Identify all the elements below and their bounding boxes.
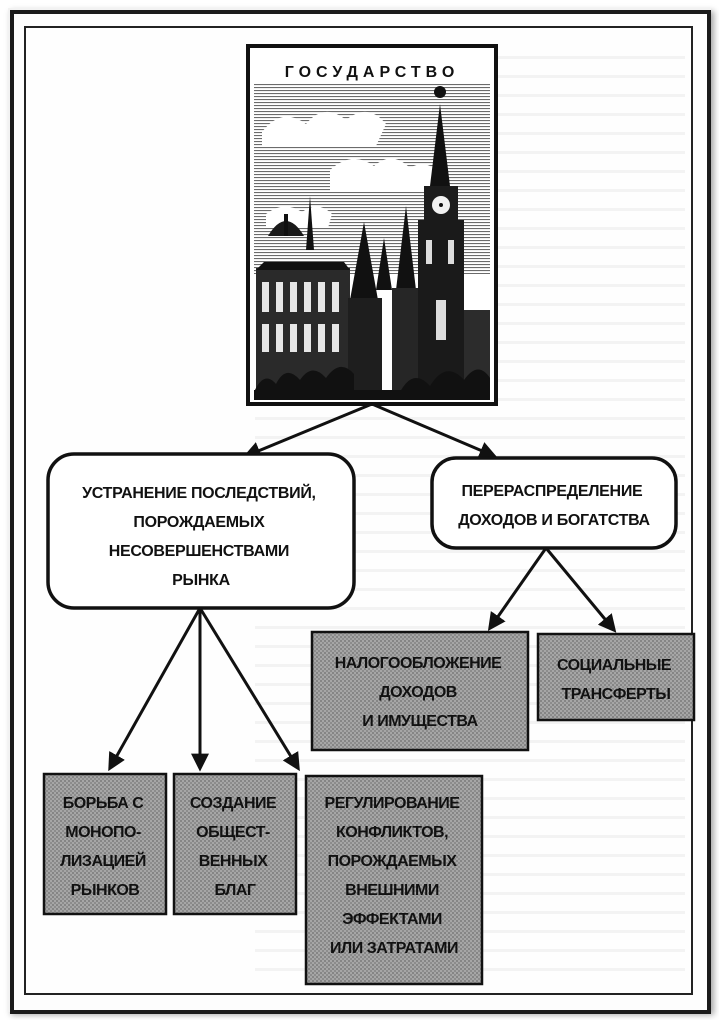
node-taxation-line-2: ДОХОДОВ bbox=[379, 684, 457, 701]
svg-text:СОЦИАЛЬНЫЕ ТРАНСФЕРТЫ: СОЦИАЛЬНЫЕ ТРАНСФЕРТЫ bbox=[557, 657, 675, 703]
node-public-goods-line-1: СОЗДАНИЕ bbox=[190, 795, 277, 812]
svg-text:ПЕРЕРАСПРЕДЕЛЕНИЕ ДОХОДО: ПЕРЕРАСПРЕДЕЛЕНИЕ ДОХОДОВ И БОГАТСТВА bbox=[458, 483, 650, 529]
node-taxation-line-1: НАЛОГООБЛОЖЕНИЕ bbox=[335, 655, 502, 672]
node-market-failures: УСТРАНЕНИЕ ПОСЛЕДСТВИЙ, ПОРОЖДАЕМЫХ НЕСО… bbox=[46, 452, 356, 610]
arrow-market-to-monopoly bbox=[108, 607, 202, 772]
node-anti-monopoly-line-3: ЛИЗАЦИЕЙ bbox=[60, 851, 146, 870]
node-externalities-line-6: ИЛИ ЗАТРАТАМИ bbox=[330, 940, 458, 957]
node-externalities-line-3: ПОРОЖДАЕМЫХ bbox=[328, 853, 458, 870]
arrow-redistribution-to-taxation bbox=[487, 547, 548, 631]
node-social-transfers-line-1: СОЦИАЛЬНЫЕ bbox=[557, 657, 672, 674]
node-social-transfers: СОЦИАЛЬНЫЕ ТРАНСФЕРТЫ bbox=[536, 632, 696, 722]
arrow-state-to-market bbox=[242, 402, 373, 459]
node-redistribution-line-1: ПЕРЕРАСПРЕДЕЛЕНИЕ bbox=[461, 483, 643, 500]
node-anti-monopoly-line-1: БОРЬБА С bbox=[63, 795, 145, 812]
node-public-goods-line-4: БЛАГ bbox=[215, 882, 256, 899]
node-externalities-line-2: КОНФЛИКТОВ, bbox=[336, 824, 448, 841]
node-anti-monopoly: БОРЬБА С МОНОПО- ЛИЗАЦИЕЙ РЫНКОВ bbox=[42, 772, 168, 916]
node-externalities-line-4: ВНЕШНИМИ bbox=[345, 882, 439, 899]
node-public-goods-line-2: ОБЩЕСТ- bbox=[196, 824, 270, 841]
arrow-redistribution-to-transfers bbox=[544, 547, 617, 633]
node-externalities-line-5: ЭФФЕКТАМИ bbox=[342, 911, 442, 928]
node-taxation-line-3: И ИМУЩЕСТВА bbox=[362, 713, 478, 730]
svg-text:РЕГУЛИРОВАНИЕ КОНФЛИКТОВ: РЕГУЛИРОВАНИЕ КОНФЛИКТОВ, ПОРОЖДАЕМЫХ ВН… bbox=[325, 795, 464, 957]
node-public-goods-line-3: ВЕННЫХ bbox=[199, 853, 269, 870]
arrow-state-to-redistribution bbox=[371, 402, 498, 459]
svg-text:СОЗДАНИЕ ОБЩЕСТ- В: СОЗДАНИЕ ОБЩЕСТ- ВЕННЫХ БЛАГ bbox=[190, 795, 280, 899]
svg-text:УСТРАНЕНИЕ ПОСЛЕДСТВИЙ,: УСТРАНЕНИЕ ПОСЛЕДСТВИЙ, ПОРОЖДАЕМЫХ НЕСО… bbox=[82, 483, 320, 589]
node-anti-monopoly-line-4: РЫНКОВ bbox=[71, 882, 140, 899]
illustration-title: ГОСУДАРСТВО bbox=[285, 64, 460, 81]
node-public-goods: СОЗДАНИЕ ОБЩЕСТ- ВЕННЫХ БЛАГ bbox=[172, 772, 298, 916]
node-redistribution: ПЕРЕРАСПРЕДЕЛЕНИЕ ДОХОДОВ И БОГАТСТВА bbox=[430, 456, 678, 550]
svg-text:БОРЬБА С МОНОПО- Л: БОРЬБА С МОНОПО- ЛИЗАЦИЕЙ РЫНКОВ bbox=[60, 795, 150, 899]
node-market-failures-line-3: НЕСОВЕРШЕНСТВАМИ bbox=[109, 543, 289, 560]
node-market-failures-line-1: УСТРАНЕНИЕ ПОСЛЕДСТВИЙ, bbox=[82, 483, 316, 502]
kremlin-illustration: ГОСУДАРСТВО bbox=[246, 44, 498, 406]
node-anti-monopoly-line-2: МОНОПО- bbox=[65, 824, 141, 841]
node-taxation: НАЛОГООБЛОЖЕНИЕ ДОХОДОВ И ИМУЩЕСТВА bbox=[310, 630, 530, 752]
node-social-transfers-line-2: ТРАНСФЕРТЫ bbox=[562, 686, 671, 703]
connector-arrows bbox=[108, 402, 617, 772]
node-market-failures-line-2: ПОРОЖДАЕМЫХ bbox=[133, 514, 265, 531]
svg-text:НАЛОГООБЛОЖЕНИЕ ДОХОДОВ: НАЛОГООБЛОЖЕНИЕ ДОХОДОВ И ИМУЩЕСТВА bbox=[335, 655, 506, 730]
node-externalities: РЕГУЛИРОВАНИЕ КОНФЛИКТОВ, ПОРОЖДАЕМЫХ ВН… bbox=[304, 774, 484, 986]
arrow-market-to-externalities bbox=[198, 607, 300, 772]
node-externalities-line-1: РЕГУЛИРОВАНИЕ bbox=[325, 795, 461, 812]
node-market-failures-line-4: РЫНКА bbox=[172, 572, 230, 589]
node-redistribution-line-2: ДОХОДОВ И БОГАТСТВА bbox=[458, 512, 650, 529]
